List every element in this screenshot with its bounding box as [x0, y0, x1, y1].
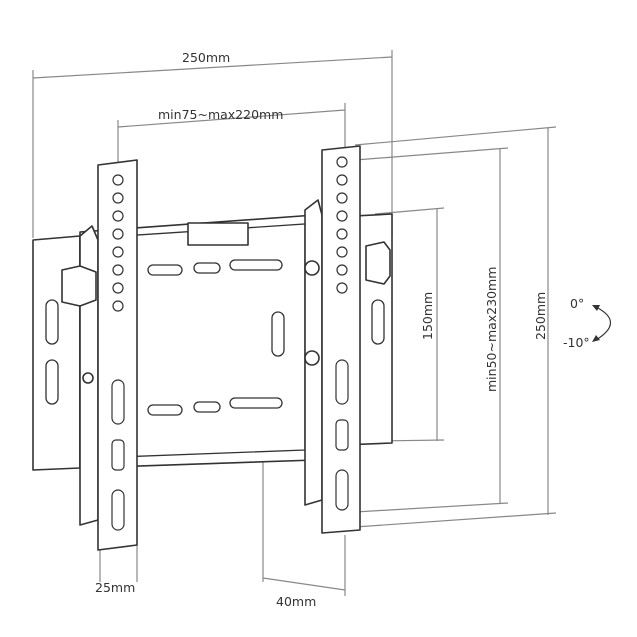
dimension-lines [32, 50, 557, 596]
plate-height-label: 150mm [420, 292, 435, 340]
tilt-bottom-label: -10° [563, 335, 590, 350]
overall-width-label: 250mm [182, 50, 230, 65]
vesa-vertical-label: min50~max230mm [484, 267, 499, 392]
tilt-top-label: 0° [570, 296, 584, 311]
tilt-knob-left [61, 265, 97, 307]
left-bracket-arm [61, 159, 138, 551]
tilt-knob-right [365, 241, 391, 285]
right-bracket-arm [304, 145, 391, 534]
wall-distance-label: 40mm [276, 594, 316, 609]
tilt-arrow-icon [595, 306, 612, 341]
vesa-horizontal-label: min75~max220mm [158, 107, 283, 122]
arm-width-label: 25mm [95, 580, 135, 595]
overall-height-label: 250mm [533, 292, 548, 340]
